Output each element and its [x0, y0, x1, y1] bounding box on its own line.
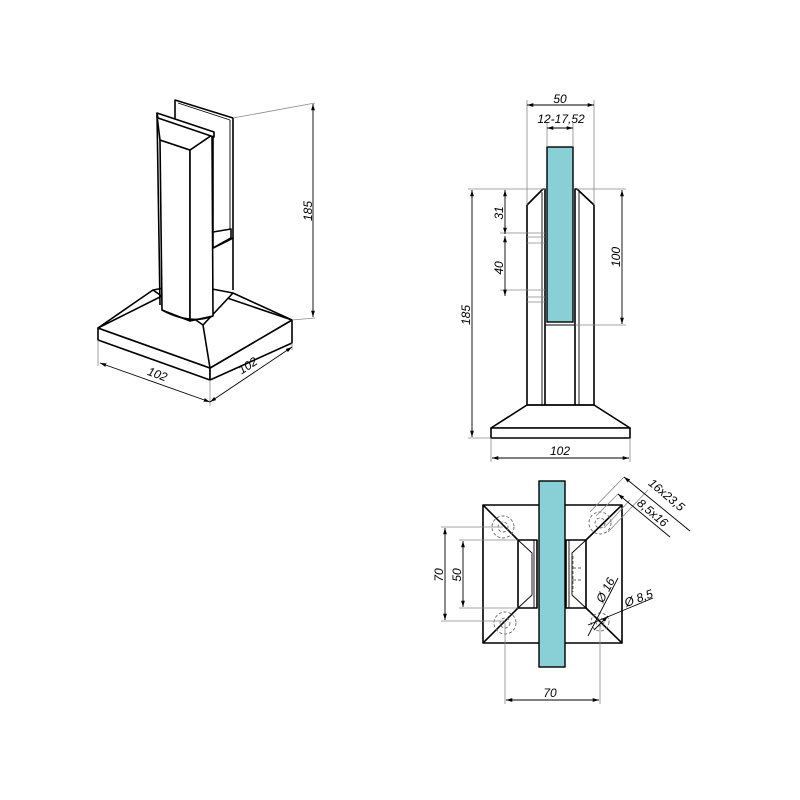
post-front-left	[159, 139, 191, 322]
front-width-label: 50	[553, 92, 567, 106]
right-clamp	[565, 539, 587, 609]
glass-section	[538, 480, 566, 668]
top-view: 70 50 70 16x23,5 8,5x16 Ø 16 Ø 8,5	[432, 476, 691, 704]
slot-depth-label: 100	[609, 247, 623, 267]
bottom-spacing-label: 70	[543, 686, 557, 700]
top-offset-label: 31	[492, 206, 506, 219]
post-front-right	[189, 134, 214, 322]
hole-diameter-label: Ø 8,5	[622, 587, 656, 611]
outer-spacing-label: 70	[432, 568, 446, 582]
front-base	[490, 404, 631, 429]
inner-spacing-label: 50	[450, 568, 464, 582]
glass-thickness-label: 12-17,52	[537, 112, 585, 126]
isometric-view: 185 102 102	[97, 99, 316, 406]
iso-width-label: 102	[146, 364, 170, 384]
front-base-width-label: 102	[550, 444, 570, 458]
front-view: 50 12-17,52 185 31 40 100 102	[459, 92, 631, 462]
hole-spacing-label: 40	[492, 261, 506, 275]
glass-panel	[546, 146, 574, 323]
front-height-label: 185	[459, 305, 473, 325]
iso-height-label: 185	[301, 201, 315, 221]
